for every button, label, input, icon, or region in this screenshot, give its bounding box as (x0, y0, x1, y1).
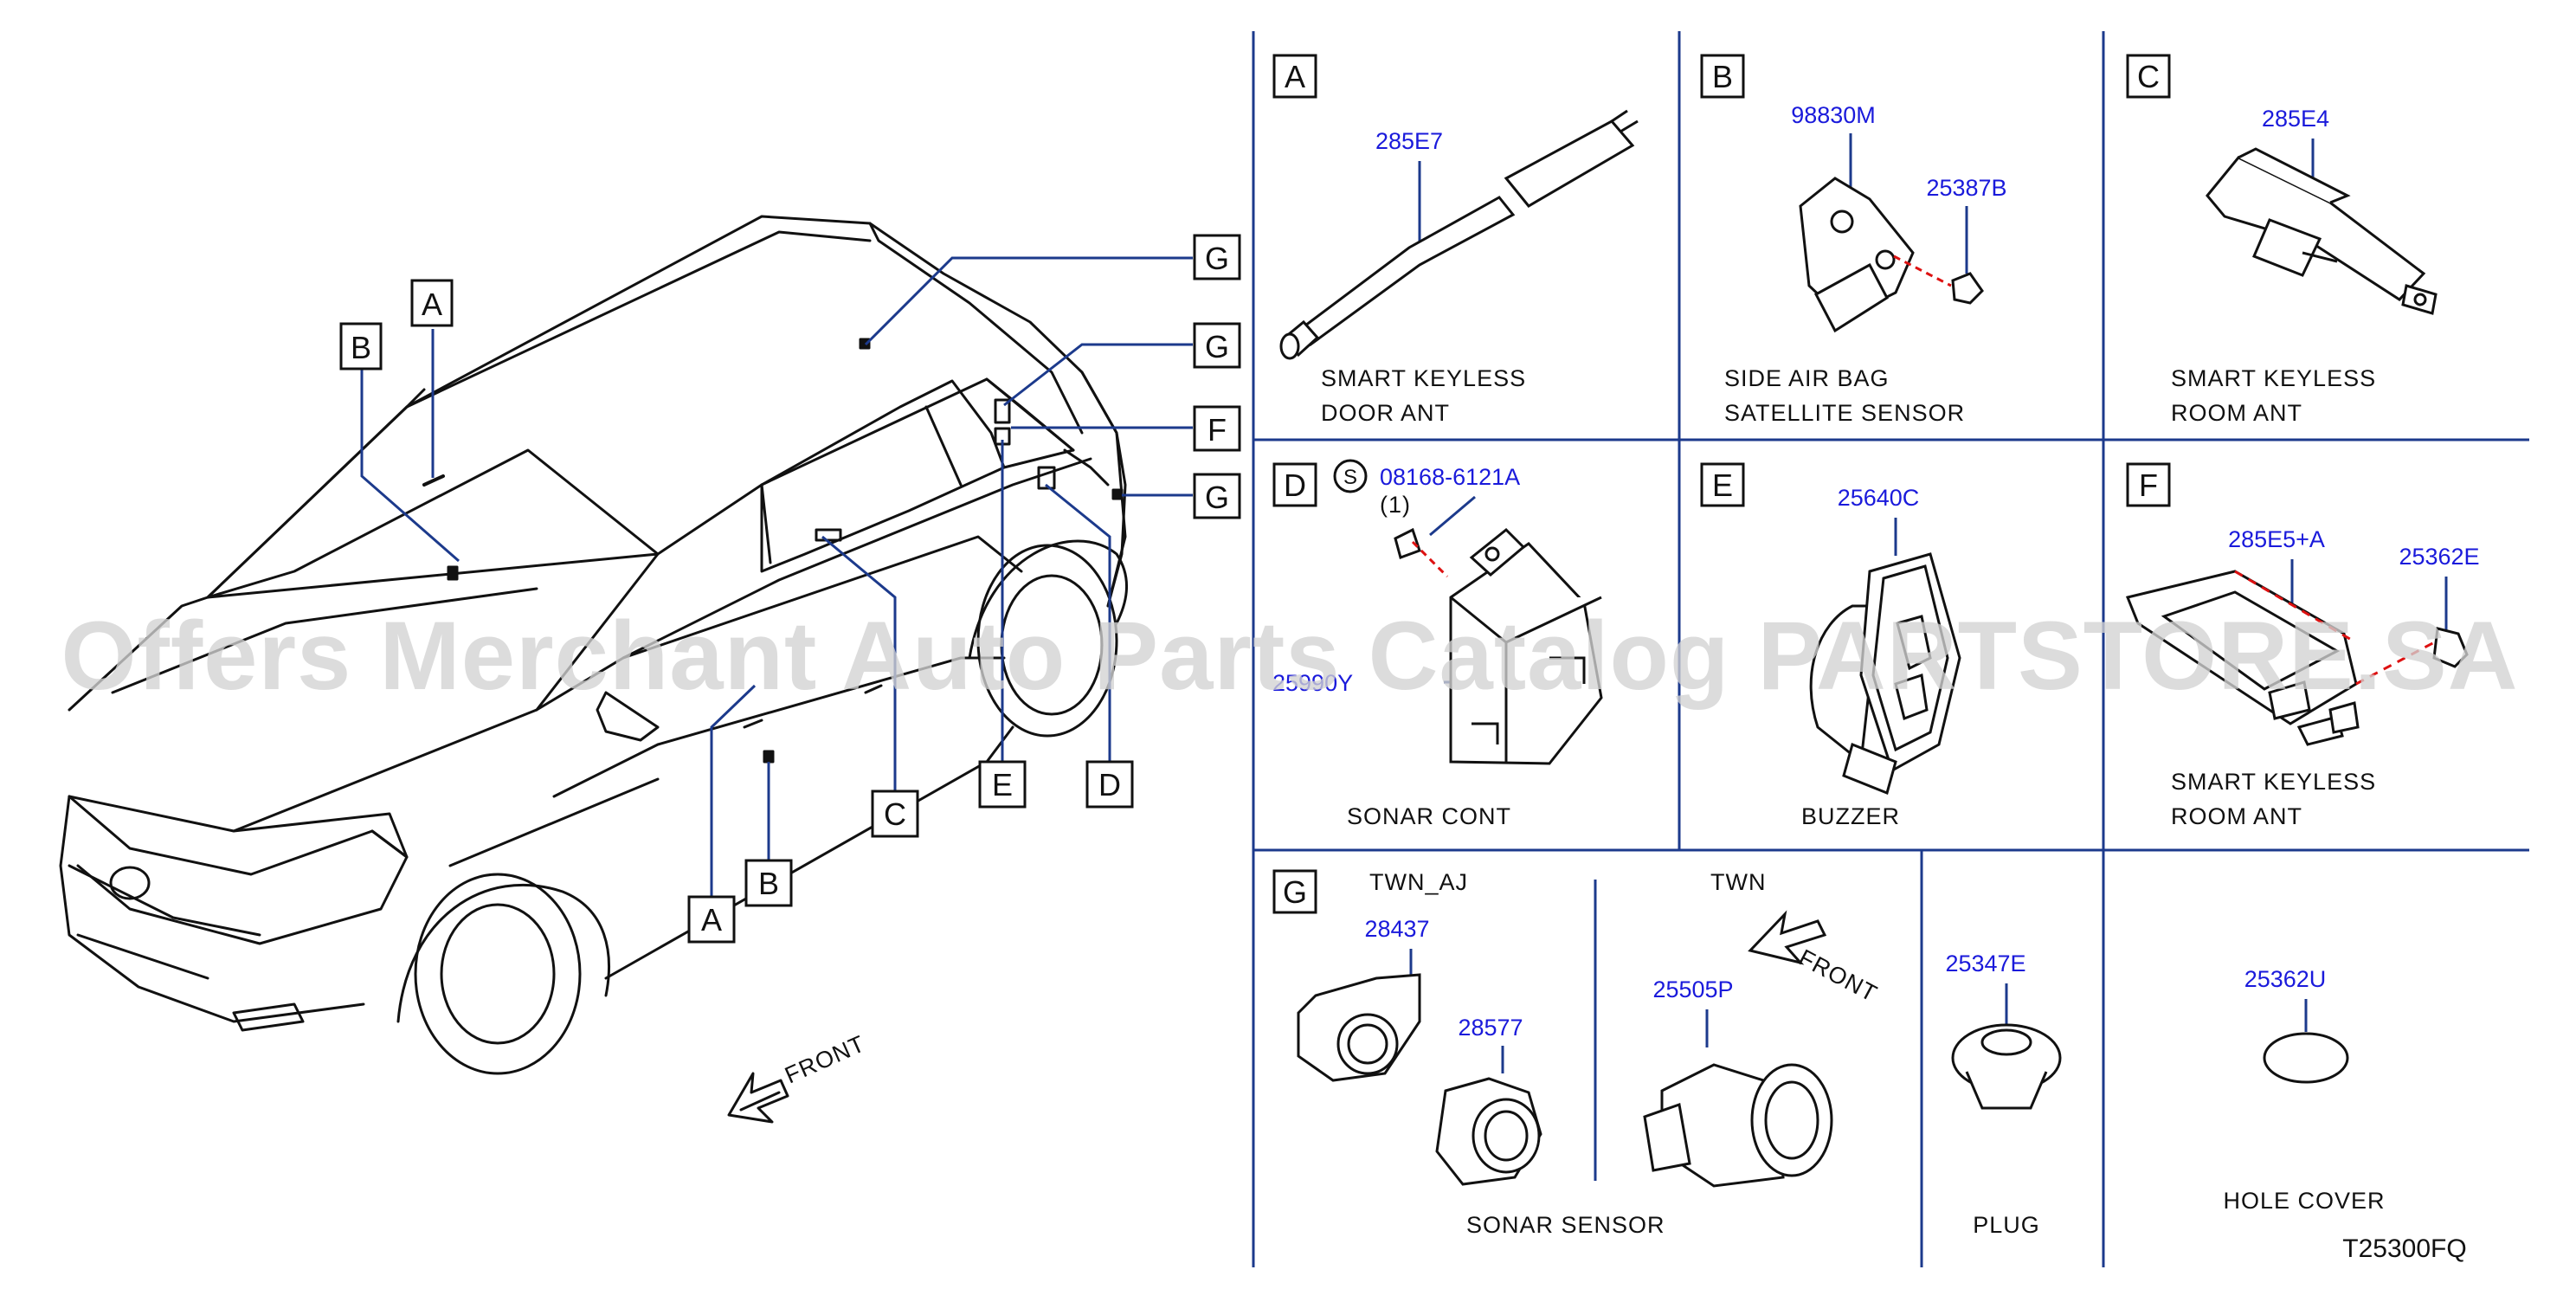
vehicle-front-label: FRONT (781, 1030, 869, 1088)
part-25362U: 25362U (2244, 966, 2327, 992)
sonar-sensor-drawings (1297, 910, 1833, 1188)
svg-text:G: G (1205, 241, 1229, 276)
buzzer-drawing (1809, 518, 1961, 796)
part-285E5A: 285E5+A (2228, 526, 2325, 552)
callout-g1: G (1193, 234, 1241, 280)
hole-cover-drawing (2263, 999, 2349, 1084)
callout-b-bottom: B (744, 859, 793, 907)
callout-e: E (978, 760, 1027, 809)
callout-g3: G (1193, 473, 1241, 519)
panel-d-letter: D (1284, 467, 1306, 503)
part-25347E: 25347E (1945, 951, 2025, 976)
panel-c-label1: SMART KEYLESS (2171, 365, 2376, 391)
part-25505P: 25505P (1652, 976, 1733, 1002)
panel-plug: 25347E PLUG (1945, 951, 2062, 1238)
room-antenna-c-drawing (2206, 139, 2438, 315)
svg-text:D: D (1098, 767, 1121, 802)
panel-d-qty: (1) (1380, 492, 1411, 518)
part-25640C: 25640C (1838, 485, 1920, 511)
callout-a-bottom: A (687, 895, 736, 944)
screw-symbol-circle (1333, 459, 1368, 493)
panel-hole-cover: 25362U HOLE COVER (2223, 966, 2385, 1214)
panel-g-letter: G (1283, 874, 1307, 910)
satellite-sensor-drawing (1799, 133, 1984, 333)
panel-b-letter: B (1712, 59, 1733, 94)
panel-a-label2: DOOR ANT (1321, 400, 1450, 426)
panel-b: B 98830M 25387B SIDE AIR BAG SATELLITE S… (1700, 54, 2007, 426)
room-antenna-f-drawing (2125, 559, 2469, 746)
panel-f-label1: SMART KEYLESS (2171, 769, 2376, 795)
part-98830M: 98830M (1791, 102, 1876, 128)
panel-d-label: SONAR CONT (1347, 803, 1511, 829)
panel-g-variant2: TWN (1710, 869, 1766, 895)
svg-text:B: B (758, 866, 779, 901)
part-08168-6121A: 08168-6121A (1380, 464, 1520, 490)
plug-drawing (1951, 983, 2062, 1110)
panel-grid (1252, 31, 2529, 1267)
panel-b-label2: SATELLITE SENSOR (1724, 400, 1965, 426)
panel-g: G TWN_AJ TWN 28437 28577 25505P FRONT (1272, 869, 1882, 1238)
panel-f-label2: ROOM ANT (2171, 803, 2302, 829)
part-25387B: 25387B (1926, 175, 2006, 201)
svg-text:E: E (992, 767, 1013, 802)
sonar-control-drawing (1394, 495, 1603, 765)
panel-hole-cover-label: HOLE COVER (2223, 1188, 2385, 1214)
panel-plug-label: PLUG (1973, 1212, 2040, 1238)
vehicle-leader-lines (360, 256, 1193, 902)
svg-text:G: G (1205, 329, 1229, 364)
part-285E4: 285E4 (2262, 106, 2329, 132)
panel-g-label: SONAR SENSOR (1466, 1212, 1665, 1238)
svg-text:A: A (701, 902, 722, 938)
panel-a: A 285E7 SMART KEYLESS DOOR ANT (1272, 54, 1639, 426)
panel-c-label2: ROOM ANT (2171, 400, 2302, 426)
callout-g2: G (1193, 322, 1241, 369)
panel-e: E 25640C BUZZER (1700, 462, 1961, 829)
part-25990Y: 25990Y (1272, 670, 1353, 696)
panel-a-letter: A (1285, 59, 1305, 94)
svg-text:A: A (422, 287, 442, 322)
part-28577: 28577 (1458, 1015, 1523, 1041)
svg-text:F: F (1208, 412, 1227, 448)
panel-g-variant1: TWN_AJ (1369, 869, 1468, 895)
panel-b-label1: SIDE AIR BAG (1724, 365, 1890, 391)
callout-c: C (871, 790, 919, 838)
screw-symbol: S (1343, 466, 1357, 489)
panel-c-letter: C (2137, 59, 2160, 94)
callout-b-top: B (339, 322, 383, 371)
panel-a-label1: SMART KEYLESS (1321, 365, 1526, 391)
svg-text:C: C (884, 796, 906, 832)
door-antenna-drawing (1279, 109, 1639, 360)
part-285E7: 285E7 (1375, 128, 1443, 154)
part-28437: 28437 (1364, 916, 1429, 942)
svg-text:B: B (351, 330, 371, 365)
panel-d: D S 08168-6121A (1) 25990Y SONAR CONT (1272, 459, 1603, 829)
vehicle-illustration (59, 215, 1129, 1124)
diagram-code: T25300FQ (2342, 1234, 2466, 1263)
part-25362E: 25362E (2399, 544, 2479, 570)
panel-f-letter: F (2139, 467, 2158, 503)
svg-text:G: G (1205, 480, 1229, 515)
callout-a-top: A (410, 279, 454, 327)
callout-d: D (1085, 760, 1134, 809)
panel-c: C 285E4 SMART KEYLESS ROOM ANT (2126, 54, 2438, 426)
watermark: Offers Merchant Auto Parts Catalog PARTS… (61, 602, 2518, 710)
panel-e-label: BUZZER (1801, 803, 1900, 829)
callout-f: F (1193, 405, 1241, 452)
panel-e-letter: E (1712, 467, 1733, 503)
panel-g-front-label: FRONT (1794, 944, 1882, 1007)
vehicle-callouts: A B G G F G A B (339, 234, 1241, 1088)
panel-f: F 285E5+A 25362E SMART KEYLESS ROOM ANT (2125, 462, 2480, 829)
